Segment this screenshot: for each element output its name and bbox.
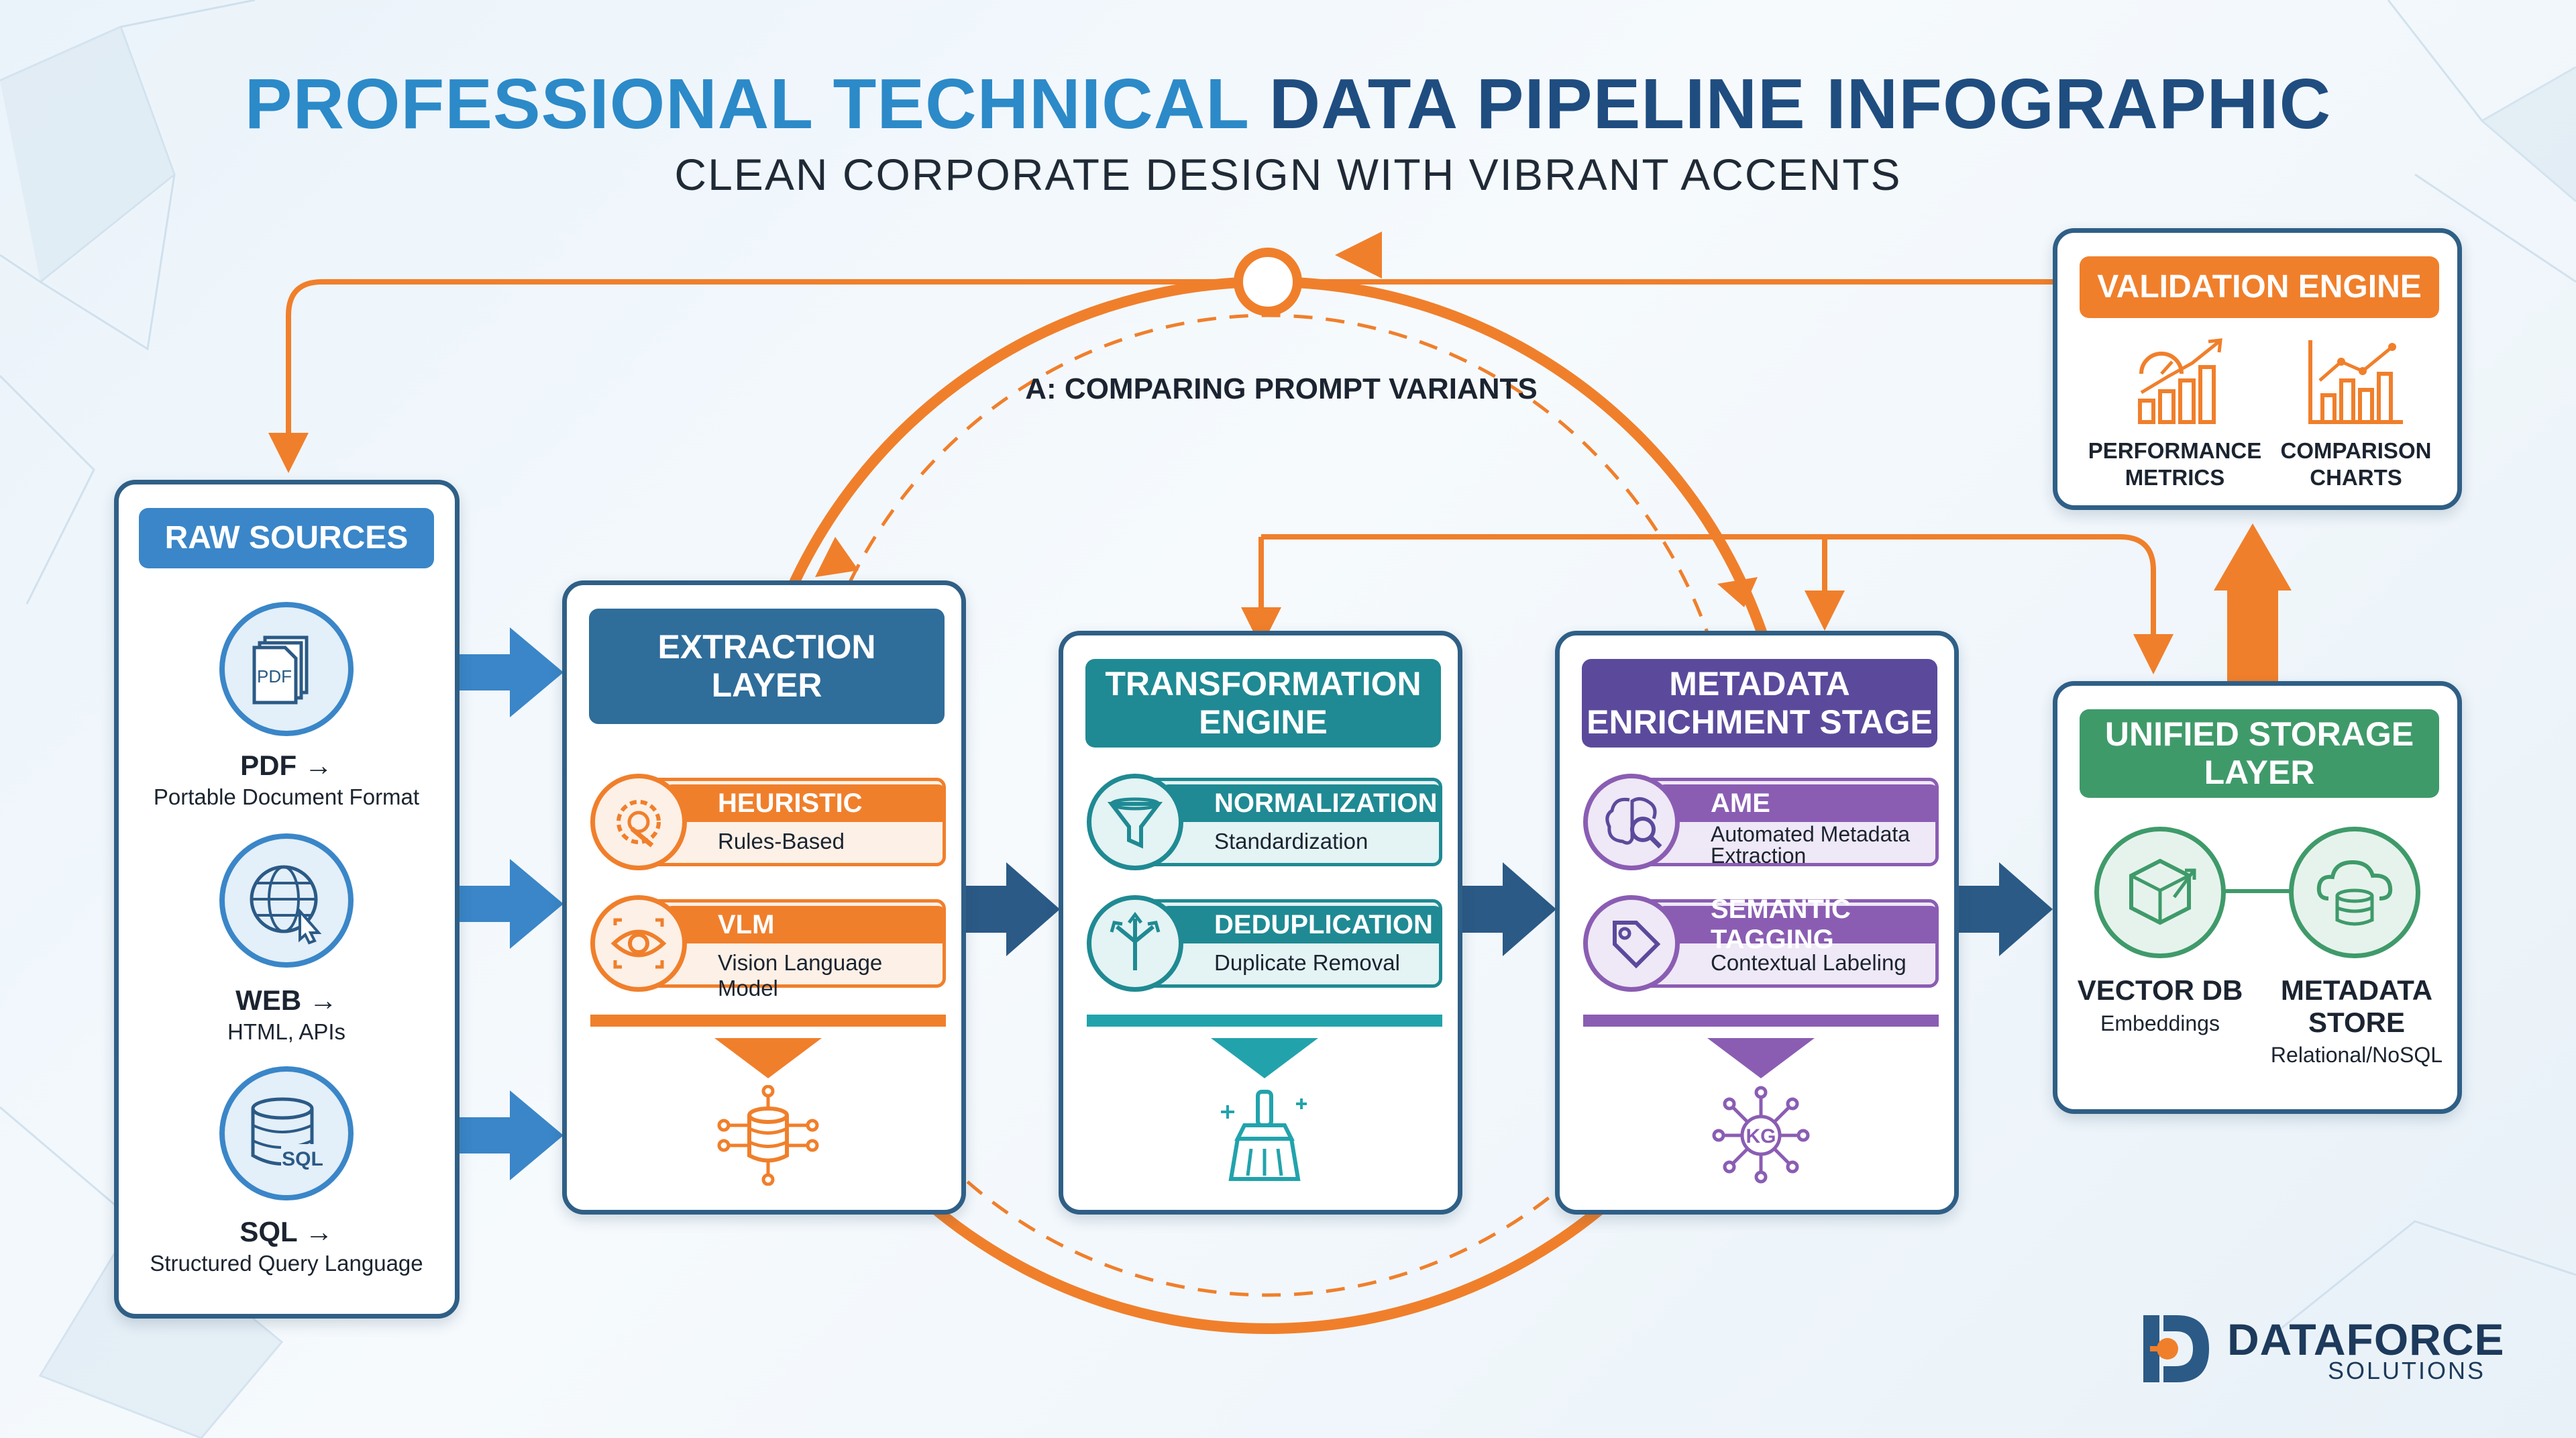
raw-sources-panel: RAW SOURCES PDF PDF → Portable Document … [114,480,460,1319]
deduplication-desc: Duplicate Removal [1214,950,1400,975]
title-part-2: DATA PIPELINE INFOGRAPHIC [1269,64,2332,144]
top-connector [1258,534,2156,644]
metadata-down-arrow [1707,1038,1815,1078]
validation-to-sources-connector [286,279,2056,436]
vector-db-name: VECTOR DB [2077,974,2243,1006]
logo-name: DATAFORCE [2227,1315,2505,1364]
knowledge-graph-icon: KG [1707,1085,1815,1189]
gauge-chart-icon [2128,333,2235,431]
vlm-desc: Vision Language Model [718,950,883,1000]
source-name-pdf: PDF → [240,750,333,781]
logo-subtitle: SOLUTIONS [2328,1357,2486,1384]
source-desc-pdf: Portable Document Format [153,784,420,809]
split-arrows-icon [1087,895,1183,992]
svg-text:KG: KG [1746,1125,1776,1147]
loop-label: A: COMPARING PROMPT VARIANTS [1025,372,1538,405]
stage-arrows [966,862,2053,956]
heuristic-title: HEURISTIC [718,788,863,818]
brain-search-icon [1583,774,1680,870]
extraction-accent-bar [590,1015,946,1027]
loop-node [1234,248,1302,316]
semantic-tagging-title: SEMANTIC TAGGING [1711,894,1851,954]
loop-arrowhead-inner-left [815,537,859,577]
globe-cursor-icon [219,833,354,968]
loop-arrowhead-inner-right [1717,577,1758,607]
svg-text:PDF: PDF [257,666,292,686]
storage-link-line [2212,889,2312,893]
vlm-title: VLM [718,909,775,939]
validation-header: VALIDATION ENGINE [2080,256,2439,318]
vector-db-desc: Embeddings [2100,1011,2220,1035]
svg-text:SQL: SQL [282,1148,323,1170]
normalization-title: NORMALIZATION [1214,788,1438,818]
heuristic-desc: Rules-Based [718,829,845,854]
raw-sources-header: RAW SOURCES [139,508,434,568]
gear-wrench-icon [590,774,687,870]
semantic-tagging-desc: Contextual Labeling [1711,950,1907,975]
normalization-desc: Standardization [1214,829,1368,854]
database-network-icon [714,1084,822,1189]
source-name-web: WEB → [235,984,337,1016]
title-part-1: PROFESSIONAL TECHNICAL [244,64,1249,144]
eye-scan-icon [590,895,687,992]
page-subtitle: CLEAN CORPORATE DESIGN WITH VIBRANT ACCE… [674,150,1902,199]
cloud-database-icon [2289,827,2420,958]
extraction-vlm: VLM Vision Language Model [590,895,946,1000]
metadata-store-desc: Relational/NoSQL [2270,1043,2443,1067]
page-title: PROFESSIONAL TECHNICAL DATA PIPELINE INF… [0,64,2576,145]
cleaning-brush-icon [1211,1085,1318,1189]
metadata-semantic-tagging: SEMANTIC TAGGING Contextual Labeling [1583,894,1939,992]
dataforce-logo-icon [2137,1308,2217,1392]
bar-line-chart-icon [2302,333,2410,431]
ame-title: AME [1711,788,1770,818]
deduplication-title: DEDUPLICATION [1214,909,1433,939]
tag-icon [1583,895,1680,992]
loop-arrowhead-top [1335,232,1382,278]
metadata-accent-bar [1583,1015,1939,1027]
source-desc-sql: Structured Query Language [150,1251,423,1276]
funnel-icon [1087,774,1183,870]
extraction-heuristic: HEURISTIC Rules-Based [590,774,946,870]
transformation-accent-bar [1087,1015,1442,1027]
extraction-down-arrow [714,1038,822,1078]
storage-to-validation-arrow [2214,523,2292,684]
transformation-deduplication: DEDUPLICATION Duplicate Removal [1087,895,1442,992]
database-icon: SQL [219,1066,354,1200]
validation-engine-panel: VALIDATION ENGINE [2053,228,2462,510]
source-name-sql: SQL → [239,1216,333,1247]
transformation-down-arrow [1211,1038,1318,1078]
transformation-normalization: NORMALIZATION Standardization [1087,774,1442,870]
cube-vector-icon [2094,827,2226,958]
source-desc-web: HTML, APIs [227,1019,346,1044]
pdf-document-icon: PDF [219,602,354,736]
